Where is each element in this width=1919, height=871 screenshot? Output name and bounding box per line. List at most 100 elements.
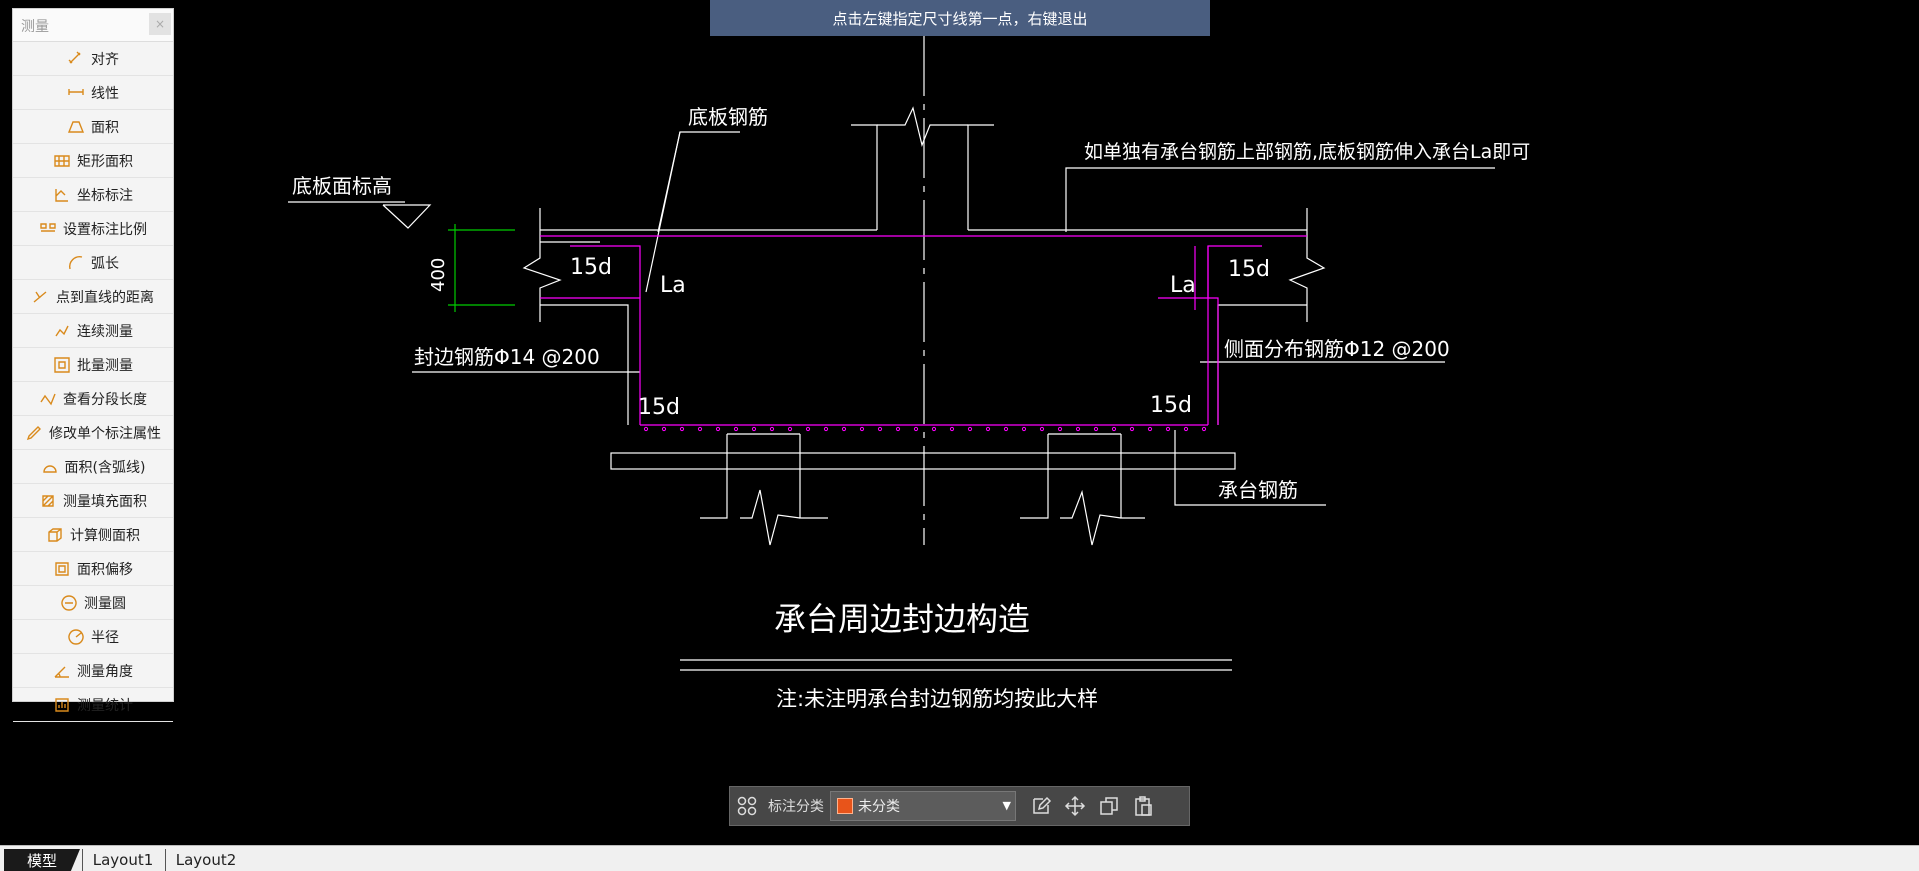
panel-item-label: 测量填充面积 [63, 493, 147, 510]
label-slab-elevation: 底板面标高 [292, 174, 392, 198]
panel-item-label: 修改单个标注属性 [49, 425, 161, 442]
panel-close-button[interactable]: × [149, 13, 171, 35]
statistics-icon [55, 697, 69, 712]
rebar-dot [1057, 426, 1063, 432]
area-offset-icon [55, 561, 69, 576]
category-select[interactable]: 未分类 ▼ [830, 791, 1016, 821]
rebar-dot [661, 426, 667, 432]
panel-item-label: 查看分段长度 [63, 391, 147, 408]
rebar-dot [985, 426, 991, 432]
rebar-dot [913, 426, 919, 432]
panel-item-segment-length[interactable]: 查看分段长度 [13, 382, 173, 416]
panel-item-scale[interactable]: 设置标注比例 [13, 212, 173, 246]
grid-icon[interactable] [730, 790, 764, 822]
rebar-dot [1129, 426, 1135, 432]
tab-model[interactable]: 模型 [4, 849, 80, 871]
label-note-top: 如单独有承台钢筋上部钢筋,底板钢筋伸入承台La即可 [1084, 141, 1530, 163]
rebar-dot [877, 426, 883, 432]
panel-item-edit-dimension[interactable]: 修改单个标注属性 [13, 416, 173, 450]
panel-item-arc-length[interactable]: 弧长 [13, 246, 173, 280]
panel-item-radius[interactable]: 半径 [13, 620, 173, 654]
drawing-canvas[interactable]: 底板钢筋 底板面标高 如单独有承台钢筋上部钢筋,底板钢筋伸入承台La即可 400… [0, 0, 1919, 845]
rect-area-icon [54, 154, 70, 167]
panel-item-area-offset[interactable]: 面积偏移 [13, 552, 173, 586]
panel-item-label: 连续测量 [77, 323, 133, 340]
edit-dimension-icon [26, 425, 41, 440]
panel-item-linear-dimension[interactable]: 线性 [13, 76, 173, 110]
panel-item-rect-area[interactable]: 矩形面积 [13, 144, 173, 178]
panel-item-fill-area[interactable]: 测量填充面积 [13, 484, 173, 518]
panel-item-label: 矩形面积 [77, 153, 133, 170]
panel-item-circle[interactable]: 测量圆 [13, 586, 173, 620]
panel-item-continuous-measure[interactable]: 连续测量 [13, 314, 173, 348]
area-icon [67, 120, 85, 133]
batch-measure-icon [54, 356, 70, 373]
rebar-dot [1021, 426, 1027, 432]
panel-item-side-area[interactable]: 计算侧面积 [13, 518, 173, 552]
label-la-right: La [1170, 273, 1196, 298]
label-bottom-rebar: 底板钢筋 [688, 105, 768, 129]
rebar-dot [787, 426, 793, 432]
arc-area-icon [42, 464, 57, 473]
label-15d-top-right: 15d [1228, 257, 1270, 282]
circle-icon [61, 594, 77, 611]
rebar-dot [1201, 426, 1207, 432]
panel-items: 对齐线性面积矩形面积坐标标注设置标注比例弧长点到直线的距离连续测量批量测量查看分… [13, 42, 173, 722]
panel-item-label: 点到直线的距离 [56, 289, 154, 306]
rebar-dot [895, 426, 901, 432]
panel-item-angle[interactable]: 测量角度 [13, 654, 173, 688]
rebar-dot [1075, 426, 1081, 432]
panel-item-batch-measure[interactable]: 批量测量 [13, 348, 173, 382]
panel-item-label: 测量圆 [84, 595, 126, 612]
rebar-dot [679, 426, 685, 432]
category-value: 未分类 [858, 799, 900, 815]
edit-icon[interactable] [1024, 790, 1058, 822]
arc-length-icon [69, 255, 83, 269]
panel-item-align-dimension[interactable]: 对齐 [13, 42, 173, 76]
rebar-dot [1165, 426, 1171, 432]
command-hint: 点击左键指定尺寸线第一点，右键退出 [710, 0, 1210, 36]
angle-icon [54, 666, 69, 678]
rebar-dot [1003, 426, 1009, 432]
segment-length-icon [40, 393, 56, 405]
label-15d-top-left: 15d [570, 255, 612, 280]
panel-item-coordinate[interactable]: 坐标标注 [13, 178, 173, 212]
panel-item-label: 对齐 [91, 51, 119, 68]
panel-item-arc-area[interactable]: 面积(含弧线) [13, 450, 173, 484]
panel-item-label: 弧长 [91, 255, 119, 272]
structure-lines [288, 36, 1495, 671]
side-area-icon [48, 527, 62, 542]
panel-item-label: 半径 [91, 629, 119, 646]
panel-item-label: 测量统计 [77, 697, 133, 714]
scale-icon [40, 222, 56, 232]
tab-layout2[interactable]: Layout2 [165, 849, 246, 871]
drawing-title: 承台周边封边构造 [774, 600, 1030, 638]
rebar-dot [733, 426, 739, 432]
panel-item-area[interactable]: 面积 [13, 110, 173, 144]
rebar-dot [823, 426, 829, 432]
panel-item-label: 批量测量 [77, 357, 133, 374]
rebar-dot [751, 426, 757, 432]
panel-item-label: 坐标标注 [77, 187, 133, 204]
move-icon[interactable] [1058, 790, 1092, 822]
label-la-left: La [660, 273, 686, 298]
paste-icon[interactable] [1126, 790, 1160, 822]
chevron-down-icon: ▼ [1002, 799, 1011, 812]
rebar-dot [841, 426, 847, 432]
panel-item-label: 面积偏移 [77, 561, 133, 578]
panel-header: 测量 × [13, 9, 173, 42]
rebar-dot [805, 426, 811, 432]
rebar-dot [1111, 426, 1117, 432]
layout-tab-bar: 模型 Layout1 Layout2 [0, 845, 1919, 871]
panel-item-statistics[interactable]: 测量统计 [13, 688, 173, 722]
rebar-dot [1147, 426, 1153, 432]
rebar-dot [1093, 426, 1099, 432]
panel-item-point-line[interactable]: 点到直线的距离 [13, 280, 173, 314]
panel-item-label: 线性 [91, 85, 119, 102]
label-cap-rebar: 承台钢筋 [1218, 478, 1298, 502]
rebar-dot [643, 426, 649, 432]
align-dimension-icon [68, 51, 81, 63]
copy-icon[interactable] [1092, 790, 1126, 822]
tab-layout1[interactable]: Layout1 [82, 849, 163, 871]
rebar-dot [1039, 426, 1045, 432]
